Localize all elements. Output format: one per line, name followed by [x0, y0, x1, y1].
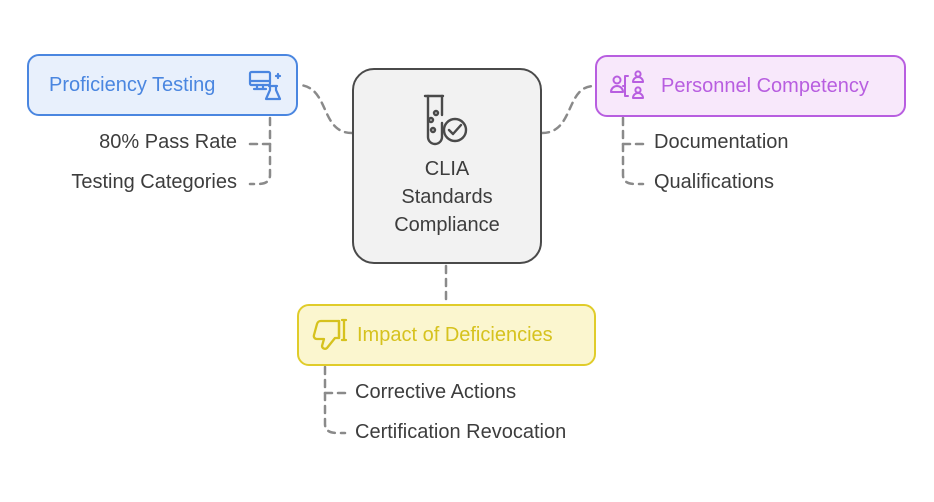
computer-flask-icon [248, 70, 282, 101]
branch-label: Impact of Deficiencies [357, 323, 553, 346]
central-topic-title: CLIA Standards Compliance [394, 155, 500, 239]
child-testing-categories[interactable]: Testing Categories [71, 171, 237, 193]
branch-label: Personnel Competency [661, 74, 869, 97]
test-tube-check-icon [423, 94, 468, 146]
title-line-3: Compliance [394, 214, 500, 236]
branch-personnel-competency[interactable]: Personnel Competency [595, 55, 906, 117]
people-hierarchy-icon [610, 70, 644, 99]
branch-impact-of-deficiencies[interactable]: Impact of Deficiencies [297, 304, 596, 366]
connector-center-personnel [540, 84, 597, 135]
child-documentation[interactable]: Documentation [654, 131, 789, 153]
connector-impact-children [323, 365, 347, 435]
connector-personnel-children [621, 116, 645, 186]
central-topic-node[interactable]: CLIA Standards Compliance [352, 68, 542, 264]
child-qualifications[interactable]: Qualifications [654, 171, 775, 193]
child-certification-revocation[interactable]: Certification Revocation [355, 421, 567, 443]
thumbs-down-icon [312, 318, 348, 350]
title-line-2: Standards [401, 186, 493, 208]
branch-proficiency-testing[interactable]: Proficiency Testing [27, 54, 298, 116]
child-corrective-actions[interactable]: Corrective Actions [355, 381, 517, 403]
title-line-1: CLIA [424, 158, 470, 180]
child-80-pass-rate[interactable]: 80% Pass Rate [99, 131, 237, 153]
connector-proficiency-children [248, 116, 272, 186]
branch-label: Proficiency Testing [49, 73, 216, 96]
connector-center-proficiency [298, 83, 354, 135]
